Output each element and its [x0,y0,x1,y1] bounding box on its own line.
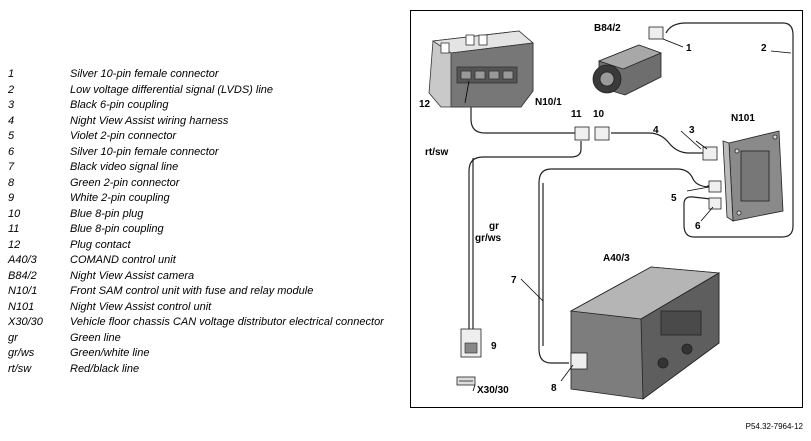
callout-7: 7 [511,275,517,286]
legend-text: COMAND control unit [70,254,176,266]
legend-item: 8 Green 2-pin connector [8,176,403,192]
legend-text: Night View Assist wiring harness [70,114,229,127]
legend-key: 4 [8,114,15,127]
legend-key: gr [8,331,18,344]
legend-text: Green line [70,331,121,344]
plug-10 [594,126,610,141]
legend-key: N101 [8,300,35,313]
legend-text: White 2-pin coupling [70,192,170,204]
night-view-camera [592,26,664,96]
legend-key: 1 [8,68,15,80]
connector-6 [708,197,722,210]
wiring-diagram: B84/2 N101 N10/1 A40/3 X30/30 rt/sw gr g… [410,10,803,408]
legend-item: 12 Plug contact [8,238,403,254]
legend-text: Silver 10-pin female connector [70,68,219,80]
legend-key: 12 [8,238,21,251]
callout-12: 12 [419,99,431,110]
legend-text: Night View Assist control unit [70,300,212,313]
legend-text: Red/black line [70,362,140,375]
legend-key: A40/3 [8,254,37,266]
legend-key: 11 [8,223,20,235]
legend-key: 8 [8,176,15,189]
connector-5 [708,180,722,193]
legend-text: Violet 2-pin connector [70,130,177,142]
callout-8: 8 [551,383,557,394]
label-x30-30: X30/30 [477,385,509,396]
legend-key: 7 [8,161,15,173]
legend-text: Green/white line [70,347,150,359]
callout-2: 2 [761,43,767,54]
legend-text: Vehicle floor chassis CAN voltage distri… [70,316,384,328]
legend-item: N10/1 Front SAM control unit with fuse an… [8,284,403,300]
legend-item: 4 Night View Assist wiring harness [8,114,403,130]
comand-unit [569,266,721,400]
legend-item: 10 Blue 8-pin plug [8,207,403,223]
callout-11: 11 [571,109,582,120]
legend-key: 5 [8,130,15,142]
wire-lvds [665,22,794,238]
connector-8 [570,352,588,370]
legend-item: B84/2 Night View Assist camera [8,269,403,285]
callout-3: 3 [689,125,695,136]
label-a40-3: A40/3 [603,253,630,264]
night-view-control-unit [722,130,784,222]
legend-text: Silver 10-pin female connector [70,145,219,158]
legend-text: Low voltage differential signal (LVDS) l… [70,83,274,96]
legend-key: B84/2 [8,269,37,282]
legend-text: Green 2-pin connector [70,176,180,189]
legend-key: rt/sw [8,362,32,375]
legend-item: X30/30 Vehicle floor chassis CAN voltage … [8,315,403,331]
label-n101: N101 [731,113,755,124]
legend-item: 6 Silver 10-pin female connector [8,145,403,161]
legend-key: 3 [8,99,15,111]
wire-gr [468,141,582,329]
label-gr: gr [489,221,499,232]
legend-text: Blue 8-pin coupling [70,223,164,235]
legend-key: 9 [8,192,15,204]
legend-item: 5 Violet 2-pin connector [8,129,403,145]
can-distributor-connector [456,376,476,386]
legend-item: 11 Blue 8-pin coupling [8,222,403,238]
callout-6: 6 [695,221,701,232]
legend-item: gr/ws Green/white line [8,346,403,362]
legend-key: 2 [8,83,15,96]
label-b84-2: B84/2 [594,23,621,34]
callout-4: 4 [653,125,659,136]
callout-9: 9 [491,341,497,352]
front-sam-unit [428,30,534,108]
legend-item: rt/sw Red/black line [8,362,403,378]
legend-key: 10 [8,207,21,220]
figure-reference: P54.32-7964-12 [745,422,803,431]
legend-item: 7 Black video signal line [8,160,403,176]
connector-3 [702,146,718,161]
legend-item: 1 Silver 10-pin female connector [8,67,403,83]
legend-text: Blue 8-pin plug [70,207,144,220]
legend-text: Black video signal line [70,161,179,173]
wire-rt-sw [470,81,576,134]
coupling-11 [574,126,590,141]
legend-item: A40/3 COMAND control unit [8,253,403,269]
legend-key: 6 [8,145,15,158]
legend-text: Black 6-pin coupling [70,99,169,111]
legend-item: N101 Night View Assist control unit [8,300,403,316]
legend-key: X30/30 [8,316,43,328]
label-n10-1: N10/1 [535,97,562,108]
legend-key: N10/1 [8,285,38,297]
legend-item: 9 White 2-pin coupling [8,191,403,207]
label-rt-sw: rt/sw [425,147,449,158]
legend-text: Plug contact [70,238,131,251]
callout-10: 10 [593,109,605,120]
legend-text: Night View Assist camera [70,269,195,282]
legend-item: 2 Low voltage differential signal (LVDS) … [8,83,403,99]
legend-key: gr/ws [8,347,35,359]
callout-5: 5 [671,193,677,204]
legend-item: gr Green line [8,331,403,347]
wire-harness-4 [611,132,706,154]
wire-video-7 [538,168,712,364]
callout-1: 1 [686,43,692,54]
legend-text: Front SAM control unit with fuse and rel… [70,285,314,297]
label-gr-ws: gr/ws [475,233,502,244]
legend-item: 3 Black 6-pin coupling [8,98,403,114]
